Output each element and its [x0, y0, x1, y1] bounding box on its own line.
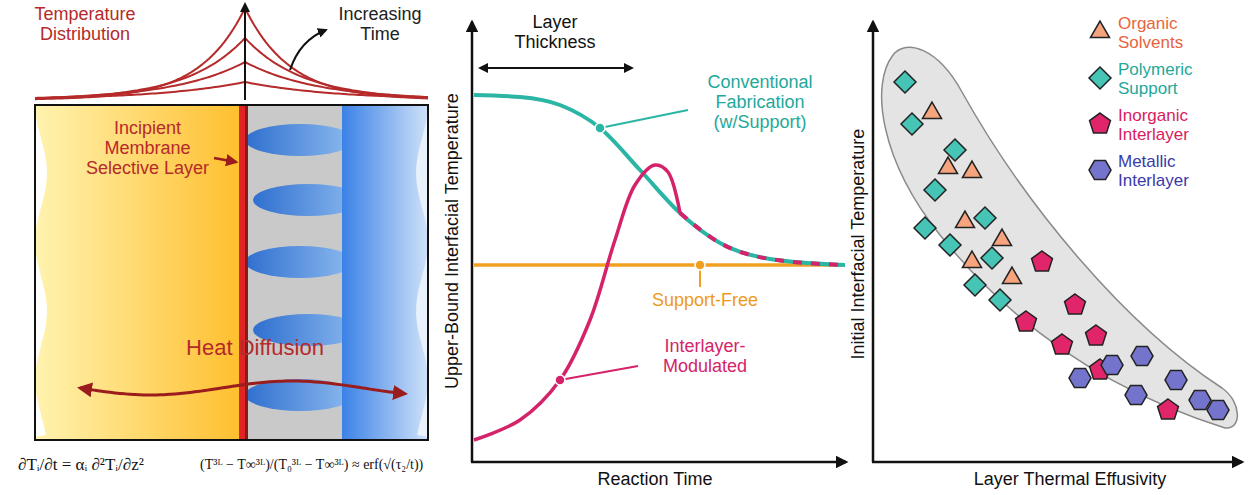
effusivity-chart — [872, 22, 1242, 462]
hexagon-marker — [1207, 400, 1229, 419]
y-axis — [471, 22, 474, 462]
hexagon-marker — [1125, 385, 1147, 404]
hexagon-marker — [1101, 355, 1123, 374]
axis-title: Layer Thermal Effusivity — [950, 469, 1190, 489]
axis-title: Upper-Bound Interfacial Temperature — [442, 21, 462, 461]
triangle-marker — [955, 211, 974, 228]
time-arrow — [290, 30, 326, 70]
aqueous-region — [342, 105, 428, 440]
pentagon-marker — [1052, 334, 1073, 354]
axis-title: Reaction Time — [585, 469, 725, 489]
panel-label: Temperature Distribution — [25, 4, 145, 44]
selective-layer — [239, 105, 248, 440]
legend-markers — [1089, 21, 1111, 180]
pentagon-marker — [1065, 294, 1086, 314]
heat-panel — [15, 4, 448, 440]
triangle-marker — [938, 157, 957, 174]
leader-line — [560, 366, 638, 380]
hexagon-marker — [1069, 368, 1091, 387]
support-pore — [245, 124, 355, 156]
hexagon-marker — [1131, 346, 1153, 365]
leader-line — [600, 110, 688, 128]
curve-dot — [555, 375, 565, 385]
triangle-marker — [1090, 21, 1109, 38]
heat-arrow — [80, 381, 405, 395]
x-axis — [872, 461, 1242, 464]
callout-label: Incipient Membrane Selective Layer — [80, 118, 215, 178]
x-axis — [471, 461, 846, 464]
trend-band — [882, 47, 1238, 428]
process-label: Heat Diffusion — [140, 336, 370, 361]
diamond-marker — [939, 234, 961, 256]
legend-label: Inorganic Interlayer — [1118, 106, 1230, 144]
pentagon-marker — [1090, 113, 1111, 133]
diamond-marker — [894, 71, 916, 93]
curve-label: Interlayer-Modulated — [640, 336, 770, 376]
legend-label: Organic Solvents — [1118, 14, 1230, 52]
curve-label: Conventional Fabrication (w/Support) — [690, 72, 830, 132]
cell-frame — [35, 105, 428, 440]
curve-dot — [595, 123, 605, 133]
temperature-profile — [35, 62, 428, 98]
diamond-marker — [981, 247, 1003, 269]
diamond-marker — [901, 113, 923, 135]
leader-arrow — [214, 158, 236, 162]
temperature-axis — [244, 4, 246, 100]
hexagon-marker — [1089, 161, 1111, 180]
panel-label: Increasing Time — [330, 4, 430, 44]
curve-dot — [695, 260, 705, 270]
wavy-edge — [416, 105, 428, 440]
pentagon-marker — [1086, 325, 1107, 345]
triangle-marker — [922, 102, 941, 119]
legend-label: Metallic Interlayer — [1118, 152, 1230, 190]
pentagon-marker — [1016, 311, 1037, 331]
triangle-marker — [992, 229, 1011, 246]
equation: ∂Tᵢ/∂t = αᵢ ∂²Tᵢ/∂z² — [18, 455, 198, 474]
axis-title: Initial Interfacial Temperature — [848, 34, 868, 454]
triangle-marker — [1002, 267, 1021, 284]
interlayer-curve — [474, 165, 680, 440]
pentagon-marker — [1032, 251, 1053, 271]
hexagon-marker — [1165, 370, 1187, 389]
diamond-marker — [989, 289, 1011, 311]
triangle-marker — [962, 251, 981, 268]
diamond-marker — [924, 179, 946, 201]
curve-label: Support-Free — [640, 290, 770, 310]
equation: (T³ᴸ − T∞³ᴸ)/(T₀³ᴸ − T∞³ᴸ) ≈ erf(√(τ₂/t)… — [200, 457, 462, 473]
diamond-marker — [974, 207, 996, 229]
interlayer-curve-merge — [680, 213, 845, 265]
support-free-curve — [474, 263, 845, 267]
diamond-marker — [914, 217, 936, 239]
thickness-arrow — [480, 67, 632, 69]
support-pore — [245, 246, 355, 278]
temperature-profile — [35, 38, 428, 98]
triangle-marker — [962, 161, 981, 178]
legend-label: Polymeric Support — [1118, 60, 1230, 98]
diamond-marker — [1089, 67, 1111, 89]
time-chart — [471, 22, 846, 462]
wavy-edge — [35, 105, 47, 440]
y-axis — [872, 22, 875, 462]
hexagon-marker — [1189, 390, 1211, 409]
pentagon-marker — [1158, 399, 1179, 419]
dimension-label: Layer Thickness — [505, 12, 605, 52]
temperature-profile — [35, 82, 428, 98]
diamond-marker — [964, 274, 986, 296]
